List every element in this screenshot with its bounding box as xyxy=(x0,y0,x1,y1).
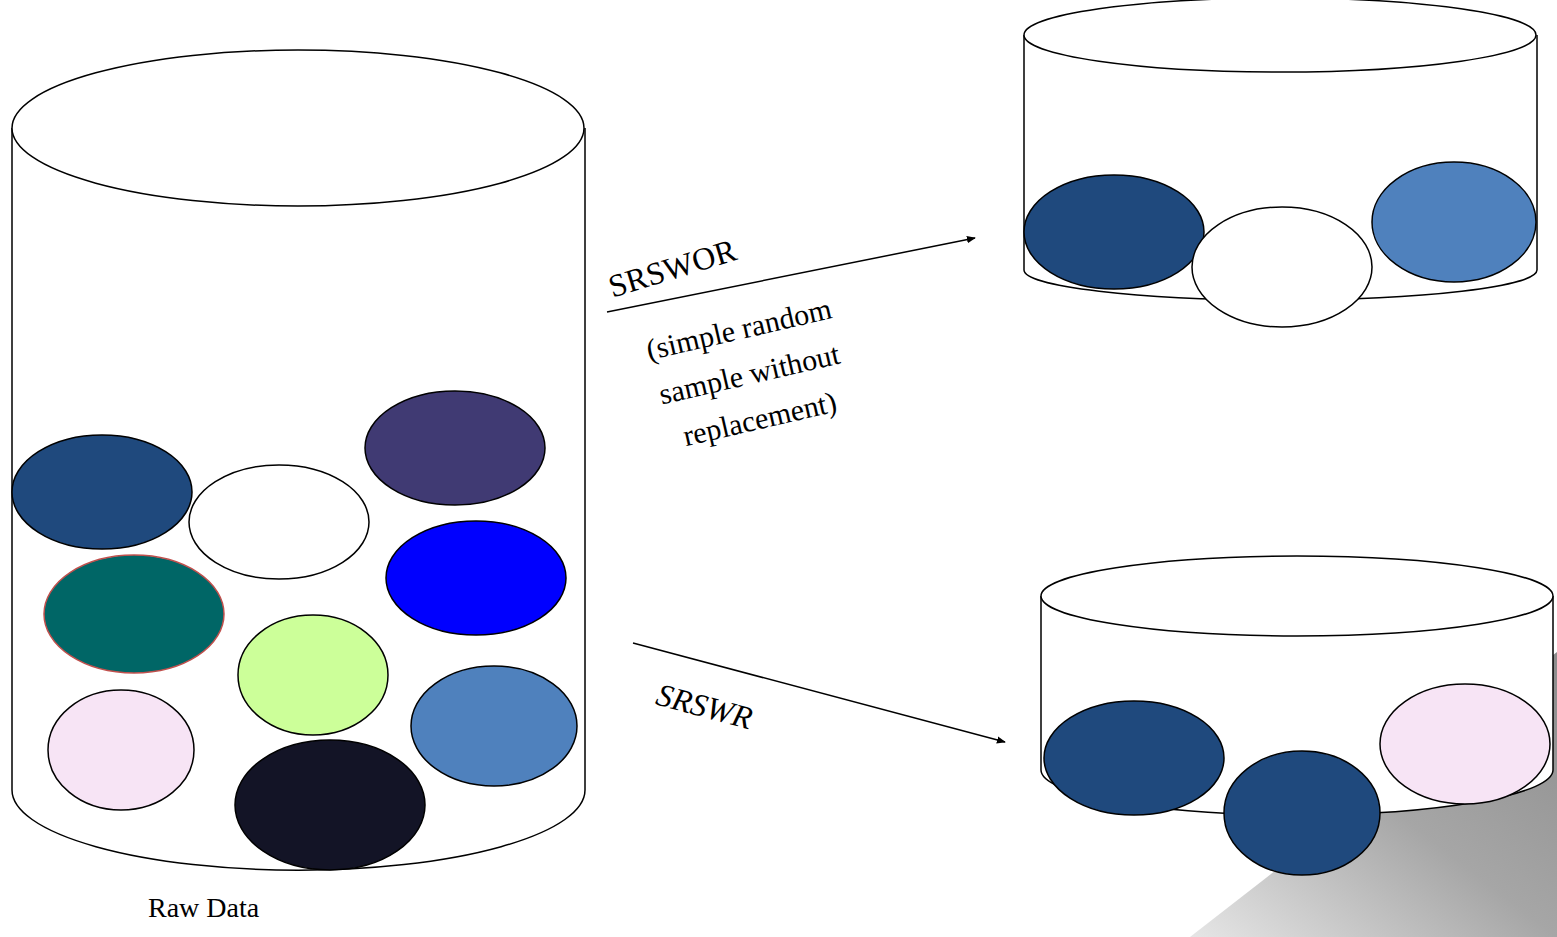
method-label: SRSWR xyxy=(653,676,757,736)
raw-data-cylinder xyxy=(12,50,585,870)
cylinder-caption: Raw Data xyxy=(148,892,259,924)
method-label: SRSWOR xyxy=(604,232,740,305)
srswr-arrow xyxy=(633,643,1005,742)
method-description: (simple random sample without replacemen… xyxy=(612,279,887,470)
raw-data-cylinder-node: Raw Data xyxy=(0,40,600,937)
srswr-sample-cylinder xyxy=(1041,556,1553,875)
srswor-sample-cylinder xyxy=(1024,0,1537,327)
